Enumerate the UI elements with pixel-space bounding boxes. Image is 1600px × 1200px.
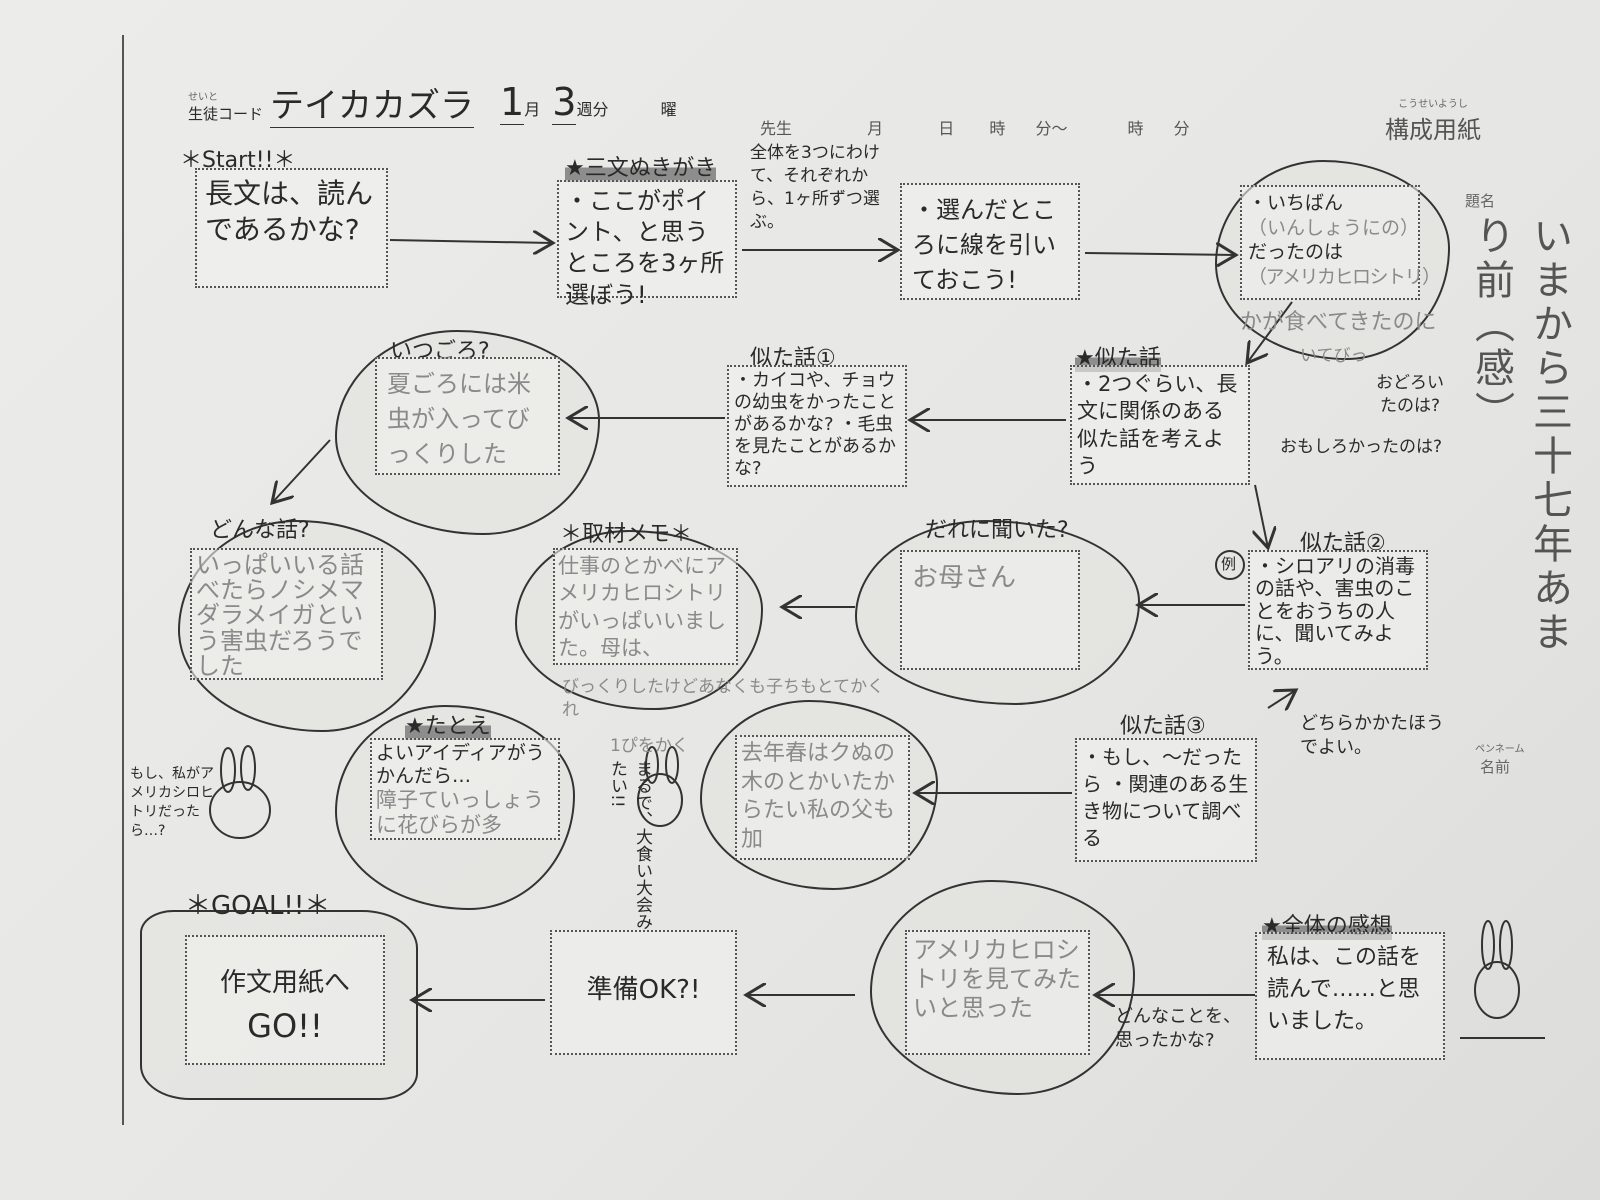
- ready-box: 準備OK?!: [550, 930, 737, 1055]
- who-box[interactable]: お母さん: [900, 550, 1080, 670]
- memo-box[interactable]: 仕事のとかべにアメリカヒロシトリがいっぱいいました。母は、: [553, 548, 738, 665]
- impression-answer-cont: いてびっ: [1300, 346, 1368, 366]
- date-row: 1月 3週分 曜: [500, 80, 677, 125]
- example-badge: 例: [1221, 555, 1237, 573]
- week-label: 週分: [576, 100, 609, 119]
- goal-line1: 作文用紙へ: [219, 968, 350, 998]
- thought-box[interactable]: アメリカヒロシトリを見てみたいと思った: [905, 930, 1090, 1055]
- time-to-min: 分: [1173, 119, 1190, 138]
- start-text: 長文は、読んであるかな?: [205, 177, 374, 247]
- impression-line: だったのは: [1248, 241, 1344, 264]
- start-box: 長文は、読んであるかな?: [195, 168, 388, 288]
- day-label: 曜: [660, 100, 677, 119]
- impression-note-surprised: おどろいたのは?: [1376, 373, 1444, 416]
- who-answer: お母さん: [912, 563, 1017, 593]
- impression-answer[interactable]: （いんしょうにの）: [1248, 216, 1420, 239]
- example-box: よいアイディアがうかんだら… 障子ていっしょうに花びらが多: [370, 738, 560, 840]
- line-text: ・選んだところに線を引いておこう!: [912, 196, 1056, 294]
- what-title: どんな話?: [210, 518, 310, 543]
- impression-line: ・いちばん: [1248, 192, 1344, 214]
- example-answer[interactable]: 障子ていっしょうに花びらが多: [376, 787, 544, 837]
- similar3-answer-box[interactable]: 去年春はクぬの木のとかいたからたい私の父も加: [735, 735, 910, 860]
- similar2-box: ・シロアリの消毒の話や、害虫のことをおうちの人に、聞いてみよう。: [1248, 550, 1428, 670]
- similar2-text: ・シロアリの消毒の話や、害虫のことをおうちの人に、聞いてみよう。: [1255, 554, 1415, 668]
- what-answer: いっぱいいる話べたらノシメマダラメイガという害虫だろうでした: [196, 551, 364, 680]
- time-to-hour: 時: [1127, 119, 1144, 138]
- similar-text: ・2つぐらい、長文に関係のある似た話を考えよう: [1077, 372, 1238, 478]
- rabbit-mid-speech: まるで、大食い大会みたい!!: [607, 760, 652, 930]
- when-box[interactable]: 夏ごろには米虫が入ってびっくりした: [375, 357, 560, 475]
- memo-answer: 仕事のとかべにアメリカヒロシトリがいっぱいいました。母は、: [558, 554, 726, 660]
- example-prompt: よいアイディアがうかんだら…: [376, 742, 545, 787]
- sheet-title: こうせいようし 構成用紙: [1385, 95, 1481, 145]
- thought-prompt: どんなことを、思ったかな?: [1115, 1006, 1241, 1052]
- penname-label: ペンネーム: [1475, 744, 1525, 755]
- teacher-label: 先生: [760, 119, 793, 138]
- what-box[interactable]: いっぱいいる話べたらノシメマダラメイガという害虫だろうでした: [190, 548, 383, 680]
- sanbun-note: 全体を3つにわけて、それぞれから、1ヶ所ずつ選ぶ。: [750, 143, 880, 232]
- when-answer: 夏ごろには米虫が入ってびっくりした: [387, 370, 531, 468]
- month-label: 月: [524, 100, 541, 119]
- memo-answer-cont: びっくりしたけどあなくも子ちもとてかくれ: [562, 677, 885, 720]
- date-month-label: 月: [867, 119, 884, 138]
- margin-line: [122, 35, 124, 1125]
- who-title: だれに聞いた?: [925, 518, 1069, 543]
- similar-box: ・2つぐらい、長文に関係のある似た話を考えよう: [1070, 365, 1250, 485]
- similar1-box: ・カイコや、チョウの幼虫をかったことがあるかな? ・毛虫を見たことがあるかな?: [727, 365, 907, 487]
- time-row: 先生 月 日 時 分～ 時 分: [760, 115, 1190, 139]
- overall-box: 私は、この話を読んで……と思いました。: [1255, 932, 1445, 1060]
- similar1-text: ・カイコや、チョウの幼虫をかったことがあるかな? ・毛虫を見たことがあるかな?: [734, 370, 896, 479]
- example-note: 1ぴをかく: [610, 736, 689, 756]
- overall-text: 私は、この話を読んで……と思いました。: [1267, 945, 1422, 1034]
- ruby: せいと: [188, 92, 218, 103]
- ready-text: 準備OK?!: [586, 975, 701, 1005]
- goal-line2: GO!!: [247, 1006, 323, 1045]
- line-box: ・選んだところに線を引いておこう!: [900, 183, 1080, 300]
- theme-value[interactable]: いまから三十七年あまり前（感）: [1468, 215, 1572, 655]
- theme-label: 題名: [1465, 192, 1496, 210]
- memo-title: ＊取材メモ＊: [560, 522, 693, 547]
- similar3-text: ・もし、～だったら ・関連のある生き物について調べる: [1082, 745, 1249, 850]
- month-value[interactable]: 1: [500, 80, 525, 125]
- name-label: 名前: [1480, 758, 1511, 776]
- sanbun-text: ・ここがポイント、と思うところを3ヶ所選ぼう!: [565, 187, 725, 309]
- rabbit-left-speech: もし、私がアメリカシロヒトリだったら…?: [130, 766, 214, 839]
- sheet-title-text: 構成用紙: [1385, 116, 1481, 144]
- impression-answer[interactable]: （アメリカヒロシトリ）: [1248, 266, 1441, 289]
- example-title-text: たとえ: [424, 714, 491, 739]
- header-student-code: せいと 生徒コード: [188, 88, 263, 124]
- similar3-box: ・もし、～だったら ・関連のある生き物について調べる: [1075, 738, 1257, 862]
- sanbun-title-text: 三文ぬきがき: [584, 156, 717, 181]
- week-value[interactable]: 3: [552, 80, 577, 125]
- impression-box: ・いちばん （いんしょうにの） だったのは （アメリカヒロシトリ）: [1240, 185, 1441, 300]
- impression-answer-cont: かが食べてきたのに: [1240, 310, 1437, 335]
- student-code-label: 生徒コード: [188, 105, 264, 123]
- either-note: どちらかかたほうでよい。: [1300, 713, 1444, 759]
- goal-title: ＊GOAL!!＊: [185, 891, 331, 921]
- sanbun-title: ★三文ぬきがき: [565, 150, 717, 182]
- similar3-title: 似た話③: [1120, 714, 1206, 739]
- date-day-label: 日: [938, 119, 955, 138]
- time-from-hour: 時: [989, 119, 1006, 138]
- sanbun-box: ・ここがポイント、と思うところを3ヶ所選ぼう!: [557, 180, 737, 309]
- similar3-answer: 去年春はクぬの木のとかいたからたい私の父も加: [741, 741, 896, 852]
- thought-answer: アメリカヒロシトリを見てみたいと思った: [913, 936, 1081, 1022]
- student-code-value[interactable]: テイカカズラ: [270, 78, 474, 128]
- example-title: ★たとえ: [405, 708, 491, 740]
- goal-box: 作文用紙へ GO!!: [185, 935, 385, 1065]
- time-from-min: 分～: [1035, 119, 1068, 138]
- impression-note-interesting: おもしろかったのは?: [1280, 437, 1443, 457]
- ruby: こうせいようし: [1398, 99, 1468, 110]
